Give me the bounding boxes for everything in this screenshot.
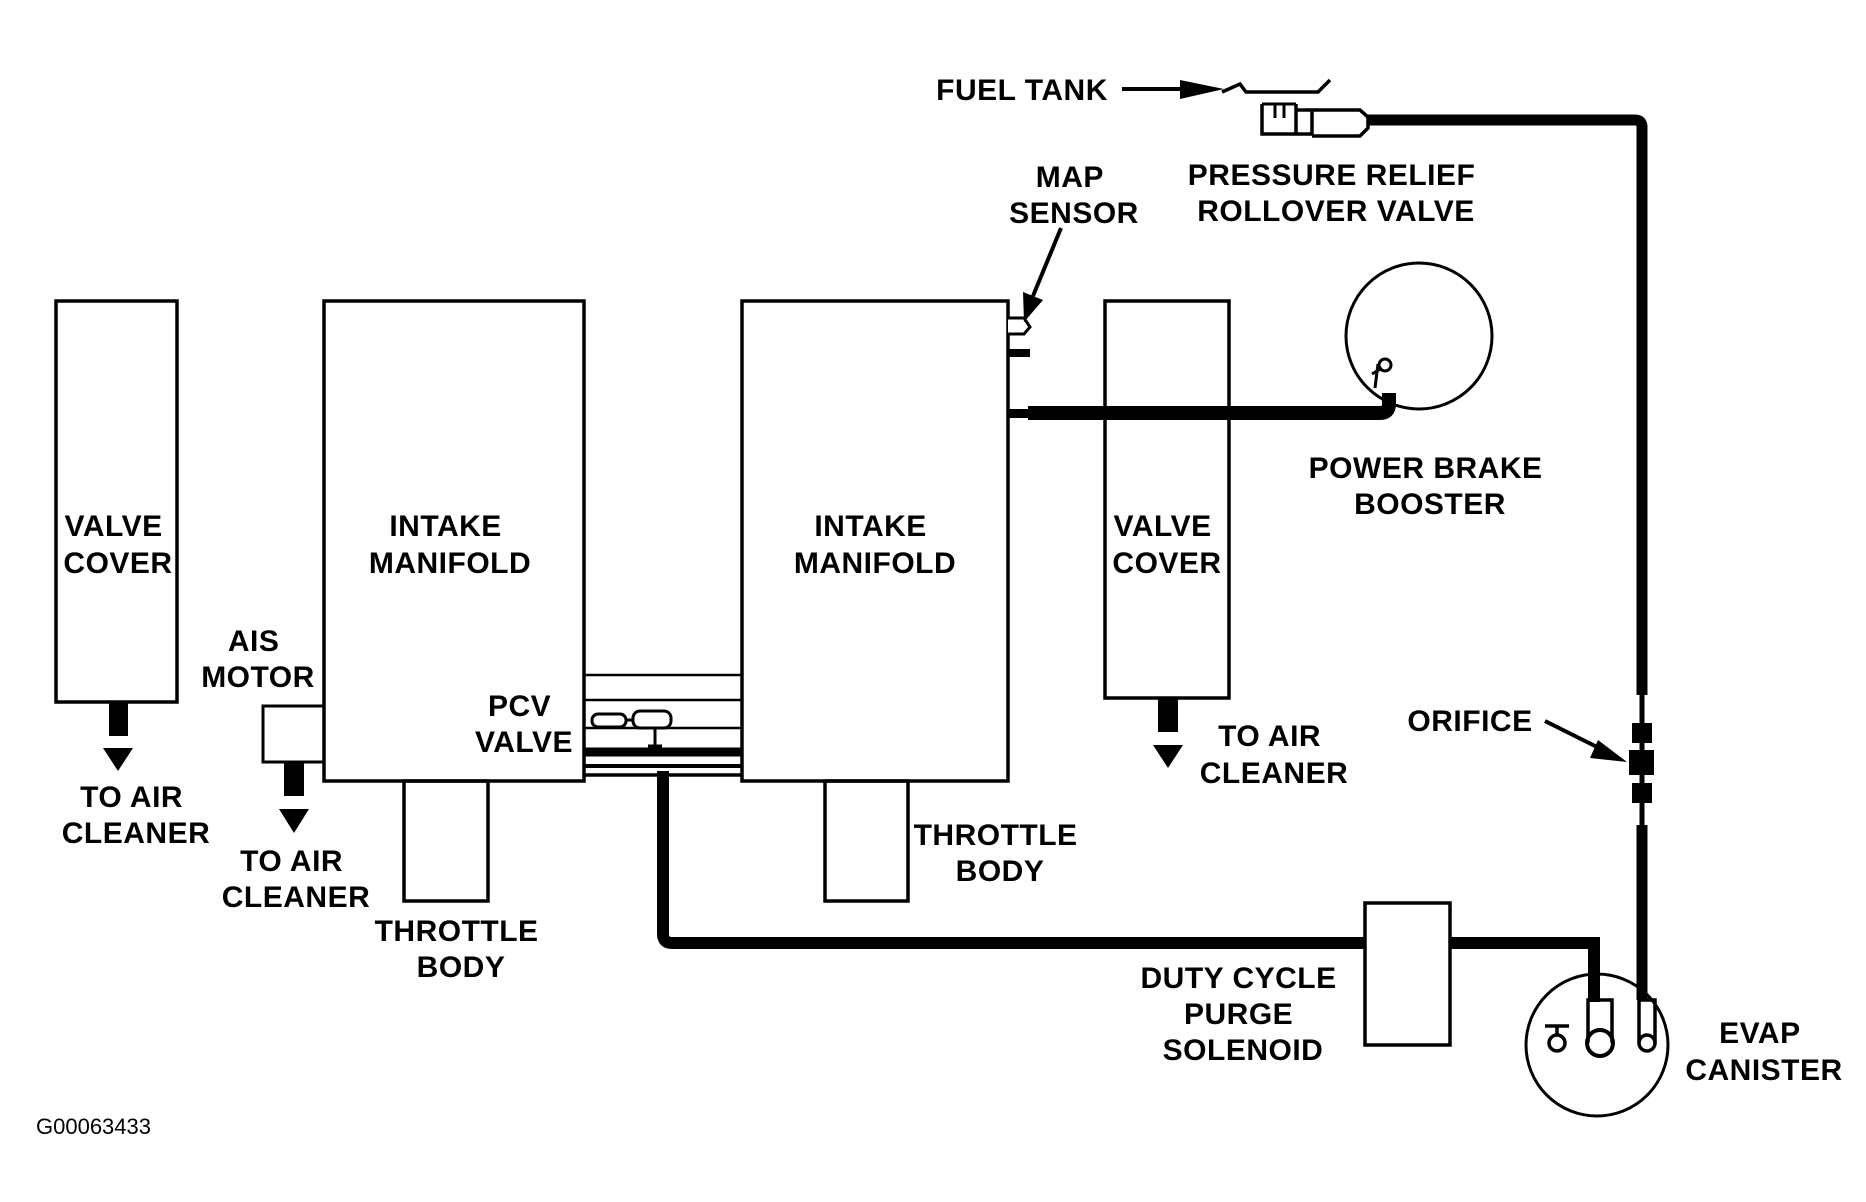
- power-brake-booster-label: POWER BRAKE BOOSTER: [1309, 452, 1552, 521]
- solenoid-to-canister-hose: [1450, 937, 1600, 1002]
- fuel-tank-line-icon: [1221, 78, 1332, 94]
- fuel-tank-label: FUEL TANK: [936, 74, 1108, 107]
- figure-id: G00063433: [36, 1114, 151, 1139]
- purge-solenoid-box: [1363, 901, 1452, 1047]
- map-sensor-fitting-icon: [1008, 316, 1032, 336]
- to-air-cleaner-left-label: TO AIR CLEANER: [62, 781, 211, 850]
- map-sensor-arrow-line: [1031, 227, 1063, 297]
- orifice-fitting-top: [1632, 723, 1652, 743]
- pcv-valve-body-icon: [590, 712, 628, 729]
- brake-booster-hose: [1028, 393, 1396, 420]
- purge-hose: [657, 771, 1365, 949]
- valve-cover-left-label: VALVE COVER: [63, 510, 172, 580]
- throttle-body-right-box: [823, 779, 910, 903]
- duty-cycle-purge-solenoid-label: DUTY CYCLE PURGE SOLENOID: [1141, 962, 1346, 1067]
- valve-cover-right-arrow-icon: [1153, 745, 1183, 768]
- orifice-label: ORIFICE: [1407, 705, 1532, 738]
- evap-canister-label: EVAP CANISTER: [1685, 1017, 1842, 1087]
- canister-port-right-icon: [1637, 1033, 1657, 1053]
- rollover-valve-body-icon: [1260, 104, 1370, 138]
- orifice-fitting-middle: [1629, 750, 1654, 775]
- intake-manifold-right-label: INTAKE MANIFOLD: [794, 510, 956, 580]
- fuel-tank-arrow-icon: [1180, 80, 1224, 99]
- ais-motor-label: AIS MOTOR: [201, 625, 315, 694]
- throttle-body-right-label: THROTTLE BODY: [914, 819, 1087, 888]
- pcv-valve-stem-icon: [626, 718, 662, 748]
- throttle-body-left-box: [402, 779, 490, 903]
- orifice-fitting-bottom: [1632, 783, 1652, 803]
- valve-cover-left-drain: [109, 702, 128, 736]
- map-sensor-nipple-icon: [1008, 349, 1030, 357]
- to-air-cleaner-right-label: TO AIR CLEANER: [1200, 720, 1349, 790]
- map-sensor-label: MAP SENSOR: [1009, 161, 1139, 230]
- to-air-cleaner-ais-label: TO AIR CLEANER: [222, 845, 371, 914]
- canister-port-left-circle: [1547, 1033, 1567, 1053]
- orifice-arrow-line: [1544, 719, 1606, 753]
- booster-hose-fitting: [1008, 409, 1028, 418]
- orifice-arrow-icon: [1590, 740, 1627, 762]
- brake-booster-circle: [1344, 261, 1494, 411]
- map-sensor-arrow-icon: [1023, 292, 1043, 322]
- vapor-line-upper: [1368, 114, 1648, 695]
- ais-motor-drain: [284, 762, 304, 796]
- valve-cover-left-box: [54, 299, 179, 704]
- intake-manifold-left-label: INTAKE MANIFOLD: [369, 510, 531, 580]
- pcv-valve-label: PCV VALVE: [475, 690, 573, 759]
- valve-cover-right-box: [1103, 299, 1231, 700]
- canister-port-middle-icon: [1585, 1028, 1615, 1058]
- pressure-relief-label: PRESSURE RELIEF ROLLOVER VALVE: [1188, 159, 1484, 228]
- valve-cover-right-label: VALVE COVER: [1112, 510, 1221, 580]
- ais-motor-arrow-icon: [279, 809, 309, 833]
- crossover-tube-lines: [584, 673, 742, 730]
- pcv-valve-cap-icon: [631, 709, 673, 730]
- valve-cover-left-arrow-icon: [103, 748, 133, 771]
- valve-cover-right-drain: [1158, 698, 1178, 732]
- booster-fitting-icon: [1377, 357, 1393, 373]
- rollover-valve-detail-icon: [1262, 102, 1296, 118]
- throttle-body-left-label: THROTTLE BODY: [375, 915, 548, 984]
- ais-motor-box: [261, 704, 326, 764]
- canister-port-left-icon: [1545, 1024, 1569, 1034]
